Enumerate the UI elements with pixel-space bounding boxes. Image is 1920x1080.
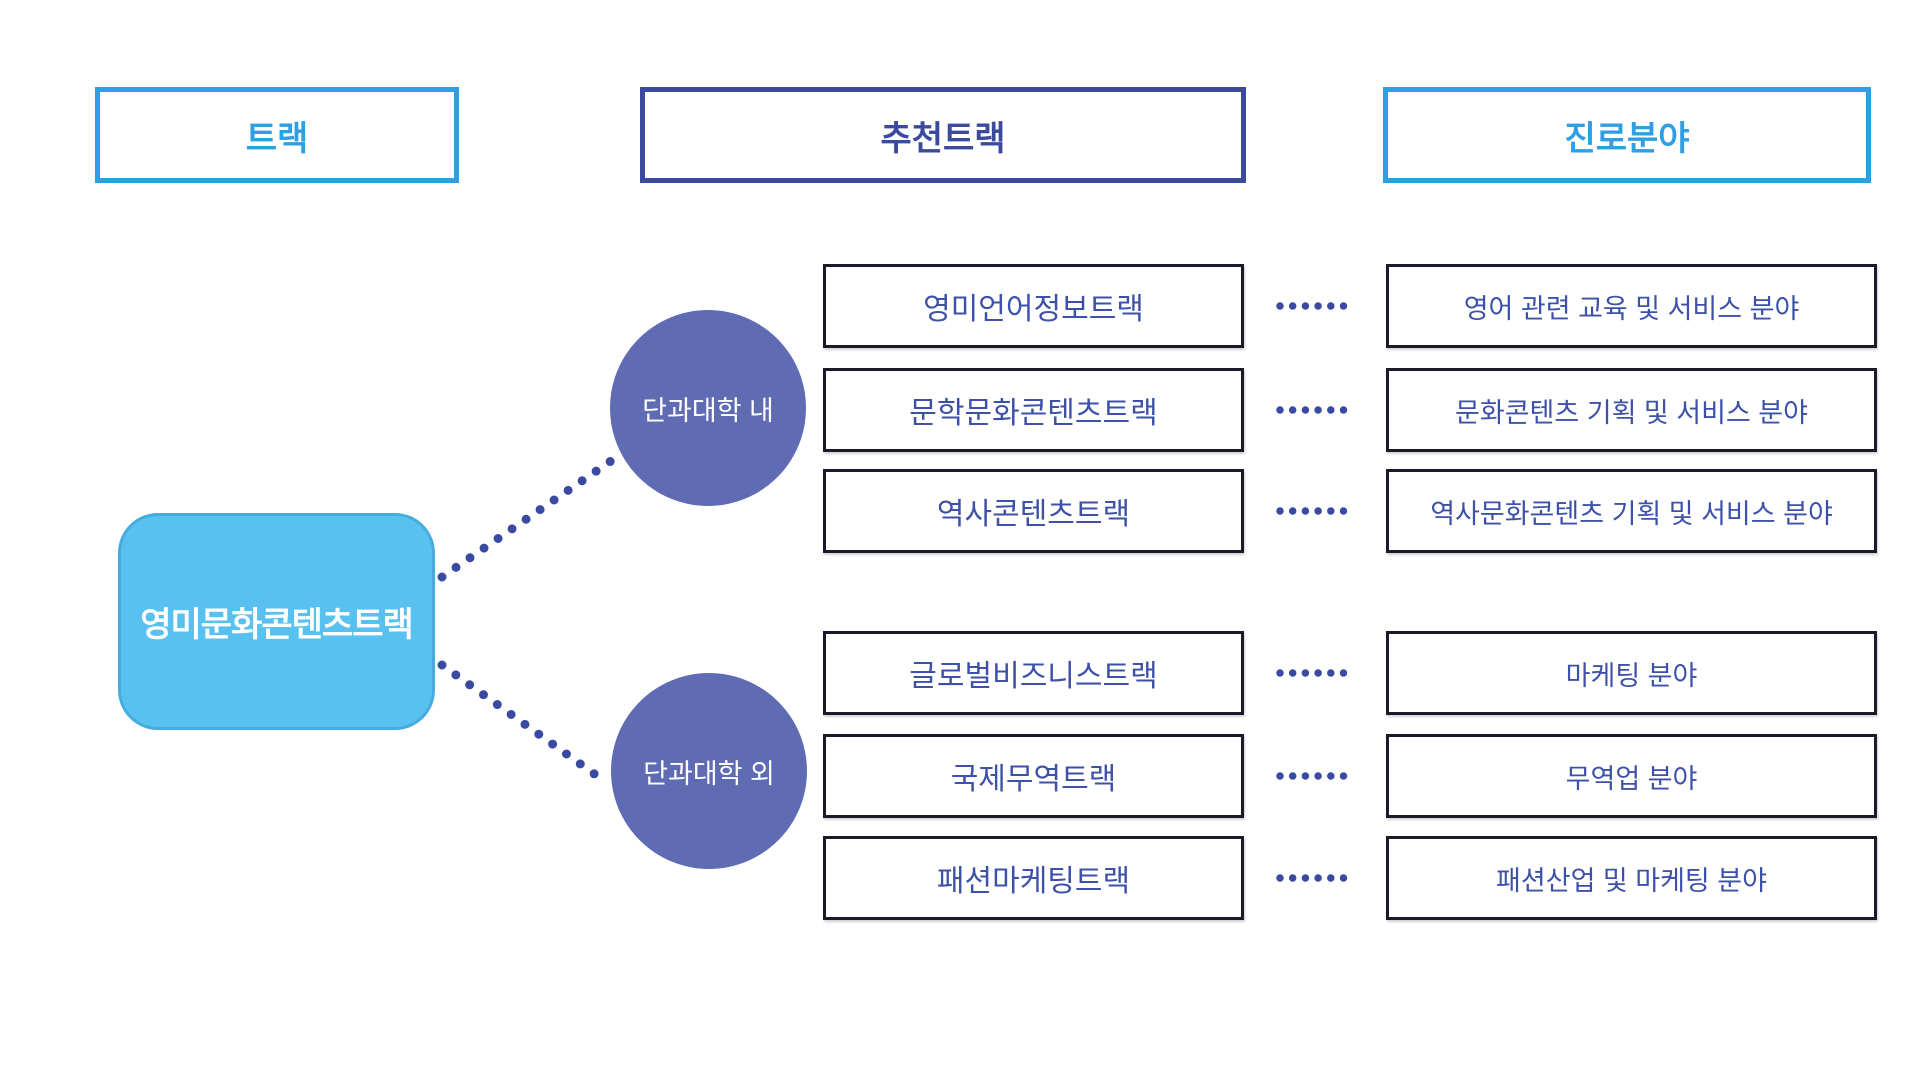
career-box-2: 문화콘텐츠 기획 및 서비스 분야 xyxy=(1386,368,1877,452)
career-box-1: 영어 관련 교육 및 서비스 분야 xyxy=(1386,264,1877,348)
career-box-6: 패션산업 및 마케팅 분야 xyxy=(1386,836,1877,920)
career-box-3: 역사문화콘텐츠 기획 및 서비스 분야 xyxy=(1386,469,1877,553)
track-box-1: 영미언어정보트랙 xyxy=(823,264,1244,348)
track-box-2: 문학문화콘텐츠트랙 xyxy=(823,368,1244,452)
root-track-node: 영미문화콘텐츠트랙 xyxy=(118,513,435,730)
track-box-4: 글로벌비즈니스트랙 xyxy=(823,631,1244,715)
dotted-connector-root-to-hub-inside xyxy=(437,447,629,582)
hub-circle-outside-college: 단과대학 외 xyxy=(611,673,807,869)
track-box-5: 국제무역트랙 xyxy=(823,734,1244,818)
dotted-connector-root-to-hub-outside xyxy=(437,660,605,783)
header-track: 트랙 xyxy=(95,87,459,183)
track-box-6: 패션마케팅트랙 xyxy=(823,836,1244,920)
career-box-5: 무역업 분야 xyxy=(1386,734,1877,818)
header-career-field: 진로분야 xyxy=(1383,87,1871,183)
header-recommended-track: 추천트랙 xyxy=(640,87,1246,183)
career-box-4: 마케팅 분야 xyxy=(1386,631,1877,715)
hub-circle-inside-college: 단과대학 내 xyxy=(610,310,806,506)
track-box-3: 역사콘텐츠트랙 xyxy=(823,469,1244,553)
